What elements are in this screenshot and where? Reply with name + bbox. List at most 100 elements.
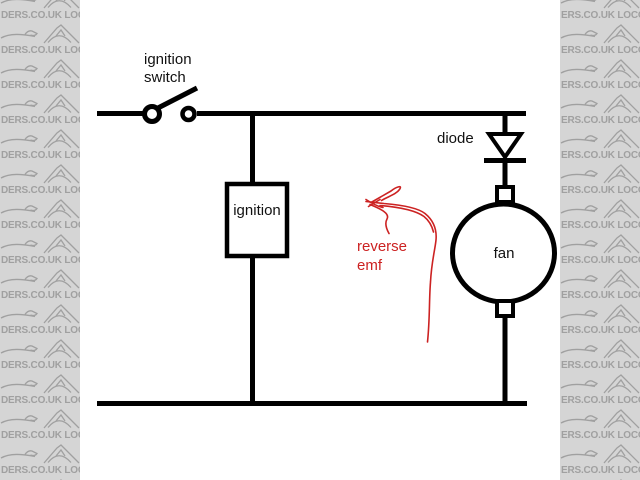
watermark-text: DERS.CO.UK LOCOS xyxy=(1,45,80,56)
watermark-logo-icons xyxy=(560,269,640,289)
fan-label: fan xyxy=(493,245,515,262)
watermark-text: ERS.CO.UK LOCOST xyxy=(561,255,640,266)
watermark-logo-icons xyxy=(560,0,640,9)
watermark-tile: DERS.CO.UK LOCOS xyxy=(0,58,80,93)
watermark-logo-icons xyxy=(560,304,640,324)
watermark-tile: ERS.CO.UK LOCOST xyxy=(560,303,640,338)
watermark-text: DERS.CO.UK LOCOS xyxy=(1,115,80,126)
arrow-shaft-second-stroke xyxy=(379,204,435,233)
watermark-text: DERS.CO.UK LOCOS xyxy=(1,395,80,406)
ignition-switch-symbol xyxy=(142,85,199,124)
diode-triangle xyxy=(485,132,525,161)
watermark-logo-icons xyxy=(560,234,640,254)
watermark-logo-icons xyxy=(0,129,80,149)
watermark-logo-icons xyxy=(560,59,640,79)
watermark-logo-icons xyxy=(0,269,80,289)
watermark-tile: ERS.CO.UK LOCOST xyxy=(560,0,640,23)
watermark-logo-icons xyxy=(560,94,640,114)
watermark-tile: ERS.CO.UK LOCOST xyxy=(560,338,640,373)
watermark-tile: DERS.CO.UK LOCOS xyxy=(0,198,80,233)
watermark-tile: DERS.CO.UK LOCOS xyxy=(0,128,80,163)
watermark-logo-icons xyxy=(0,444,80,464)
watermark-logo-icons xyxy=(0,0,80,9)
reverse-emf-arrow xyxy=(365,185,437,343)
watermark-logo-icons xyxy=(0,199,80,219)
watermark-logo-icons xyxy=(0,409,80,429)
watermark-text: ERS.CO.UK LOCOST xyxy=(561,115,640,126)
watermark-tile: DERS.CO.UK LOCOS xyxy=(0,93,80,128)
watermark-logo-icons xyxy=(0,24,80,44)
watermark-tile: ERS.CO.UK LOCOST xyxy=(560,198,640,233)
watermark-text: ERS.CO.UK LOCOST xyxy=(561,465,640,476)
watermark-tile: DERS.CO.UK LOCOS xyxy=(0,268,80,303)
watermark-tile: ERS.CO.UK LOCOST xyxy=(560,128,640,163)
watermark-tile: DERS.CO.UK LOCOS xyxy=(0,373,80,408)
arrow-barb-upper xyxy=(370,185,402,204)
watermark-tile: DERS.CO.UK LOCOS xyxy=(0,408,80,443)
watermark-logo-icons xyxy=(560,444,640,464)
watermark-tile: DERS.CO.UK LOCOS xyxy=(0,338,80,373)
fan-terminal-bottom xyxy=(495,299,515,318)
watermark-logo-icons xyxy=(560,339,640,359)
watermark-logo-icons xyxy=(560,199,640,219)
diode-label: diode xyxy=(437,130,474,147)
watermark-text: ERS.CO.UK LOCOST xyxy=(561,290,640,301)
watermark-tile: ERS.CO.UK LOCOST xyxy=(560,23,640,58)
watermark-logo-icons xyxy=(0,59,80,79)
watermark-logo-icons xyxy=(0,304,80,324)
ignition-box-label: ignition xyxy=(233,202,281,219)
watermark-text: DERS.CO.UK LOCOS xyxy=(1,290,80,301)
ignition-switch-label: ignition switch xyxy=(144,51,192,86)
watermark-logo-icons xyxy=(560,24,640,44)
watermark-text: DERS.CO.UK LOCOS xyxy=(1,220,80,231)
watermark-text: DERS.CO.UK LOCOS xyxy=(1,80,80,91)
watermark-tile: ERS.CO.UK LOCOST xyxy=(560,373,640,408)
watermark-text: DERS.CO.UK LOCOS xyxy=(1,10,80,21)
watermark-tile: DERS.CO.UK LOCOS xyxy=(0,443,80,478)
watermark-logo-icons xyxy=(560,129,640,149)
watermark-strip-right: ERS.CO.UK LOCOST ERS.CO.UK LOCOST ERS.CO… xyxy=(560,0,640,480)
watermark-tile: ERS.CO.UK LOCOST xyxy=(560,233,640,268)
watermark-logo-icons xyxy=(0,234,80,254)
watermark-logo-icons xyxy=(0,164,80,184)
fan-terminal-top xyxy=(495,185,515,204)
switch-lever xyxy=(154,85,199,112)
watermark-tile: ERS.CO.UK LOCOST xyxy=(560,443,640,478)
switch-terminal-left xyxy=(142,104,162,124)
watermark-logo-icons xyxy=(560,374,640,394)
watermark-logo-icons xyxy=(560,409,640,429)
watermark-text: ERS.CO.UK LOCOST xyxy=(561,220,640,231)
watermark-text: ERS.CO.UK LOCOST xyxy=(561,45,640,56)
watermark-text: DERS.CO.UK LOCOS xyxy=(1,255,80,266)
watermark-tile: DERS.CO.UK LOCOS xyxy=(0,303,80,338)
watermark-text: ERS.CO.UK LOCOST xyxy=(561,10,640,21)
watermark-text: DERS.CO.UK LOCOS xyxy=(1,150,80,161)
watermark-tile: ERS.CO.UK LOCOST xyxy=(560,268,640,303)
watermark-tile: ERS.CO.UK LOCOST xyxy=(560,58,640,93)
watermark-tile: DERS.CO.UK LOCOS xyxy=(0,0,80,23)
watermark-tile: ERS.CO.UK LOCOST xyxy=(560,408,640,443)
arrow-shaft xyxy=(365,200,437,343)
watermark-logo-icons xyxy=(0,339,80,359)
reverse-emf-label: reverse emf xyxy=(357,238,408,274)
watermark-logo-icons xyxy=(0,374,80,394)
arrow-head-scribble xyxy=(365,198,384,209)
watermark-tile: DERS.CO.UK LOCOS xyxy=(0,233,80,268)
watermark-text: ERS.CO.UK LOCOST xyxy=(561,325,640,336)
watermark-text: ERS.CO.UK LOCOST xyxy=(561,360,640,371)
watermark-text: ERS.CO.UK LOCOST xyxy=(561,150,640,161)
watermark-text: DERS.CO.UK LOCOS xyxy=(1,325,80,336)
watermark-strip-left: DERS.CO.UK LOCOS DERS.CO.UK LOCOS DERS.C… xyxy=(0,0,80,480)
watermark-text: DERS.CO.UK LOCOS xyxy=(1,430,80,441)
watermark-text: DERS.CO.UK LOCOS xyxy=(1,465,80,476)
watermark-text: ERS.CO.UK LOCOST xyxy=(561,430,640,441)
watermark-logo-icons xyxy=(0,94,80,114)
switch-terminal-right xyxy=(180,105,197,123)
watermark-text: ERS.CO.UK LOCOST xyxy=(561,395,640,406)
arrow-barb-lower xyxy=(369,203,390,235)
watermark-tile: ERS.CO.UK LOCOST xyxy=(560,163,640,198)
watermark-text: DERS.CO.UK LOCOS xyxy=(1,360,80,371)
watermark-tile: ERS.CO.UK LOCOST xyxy=(560,93,640,128)
